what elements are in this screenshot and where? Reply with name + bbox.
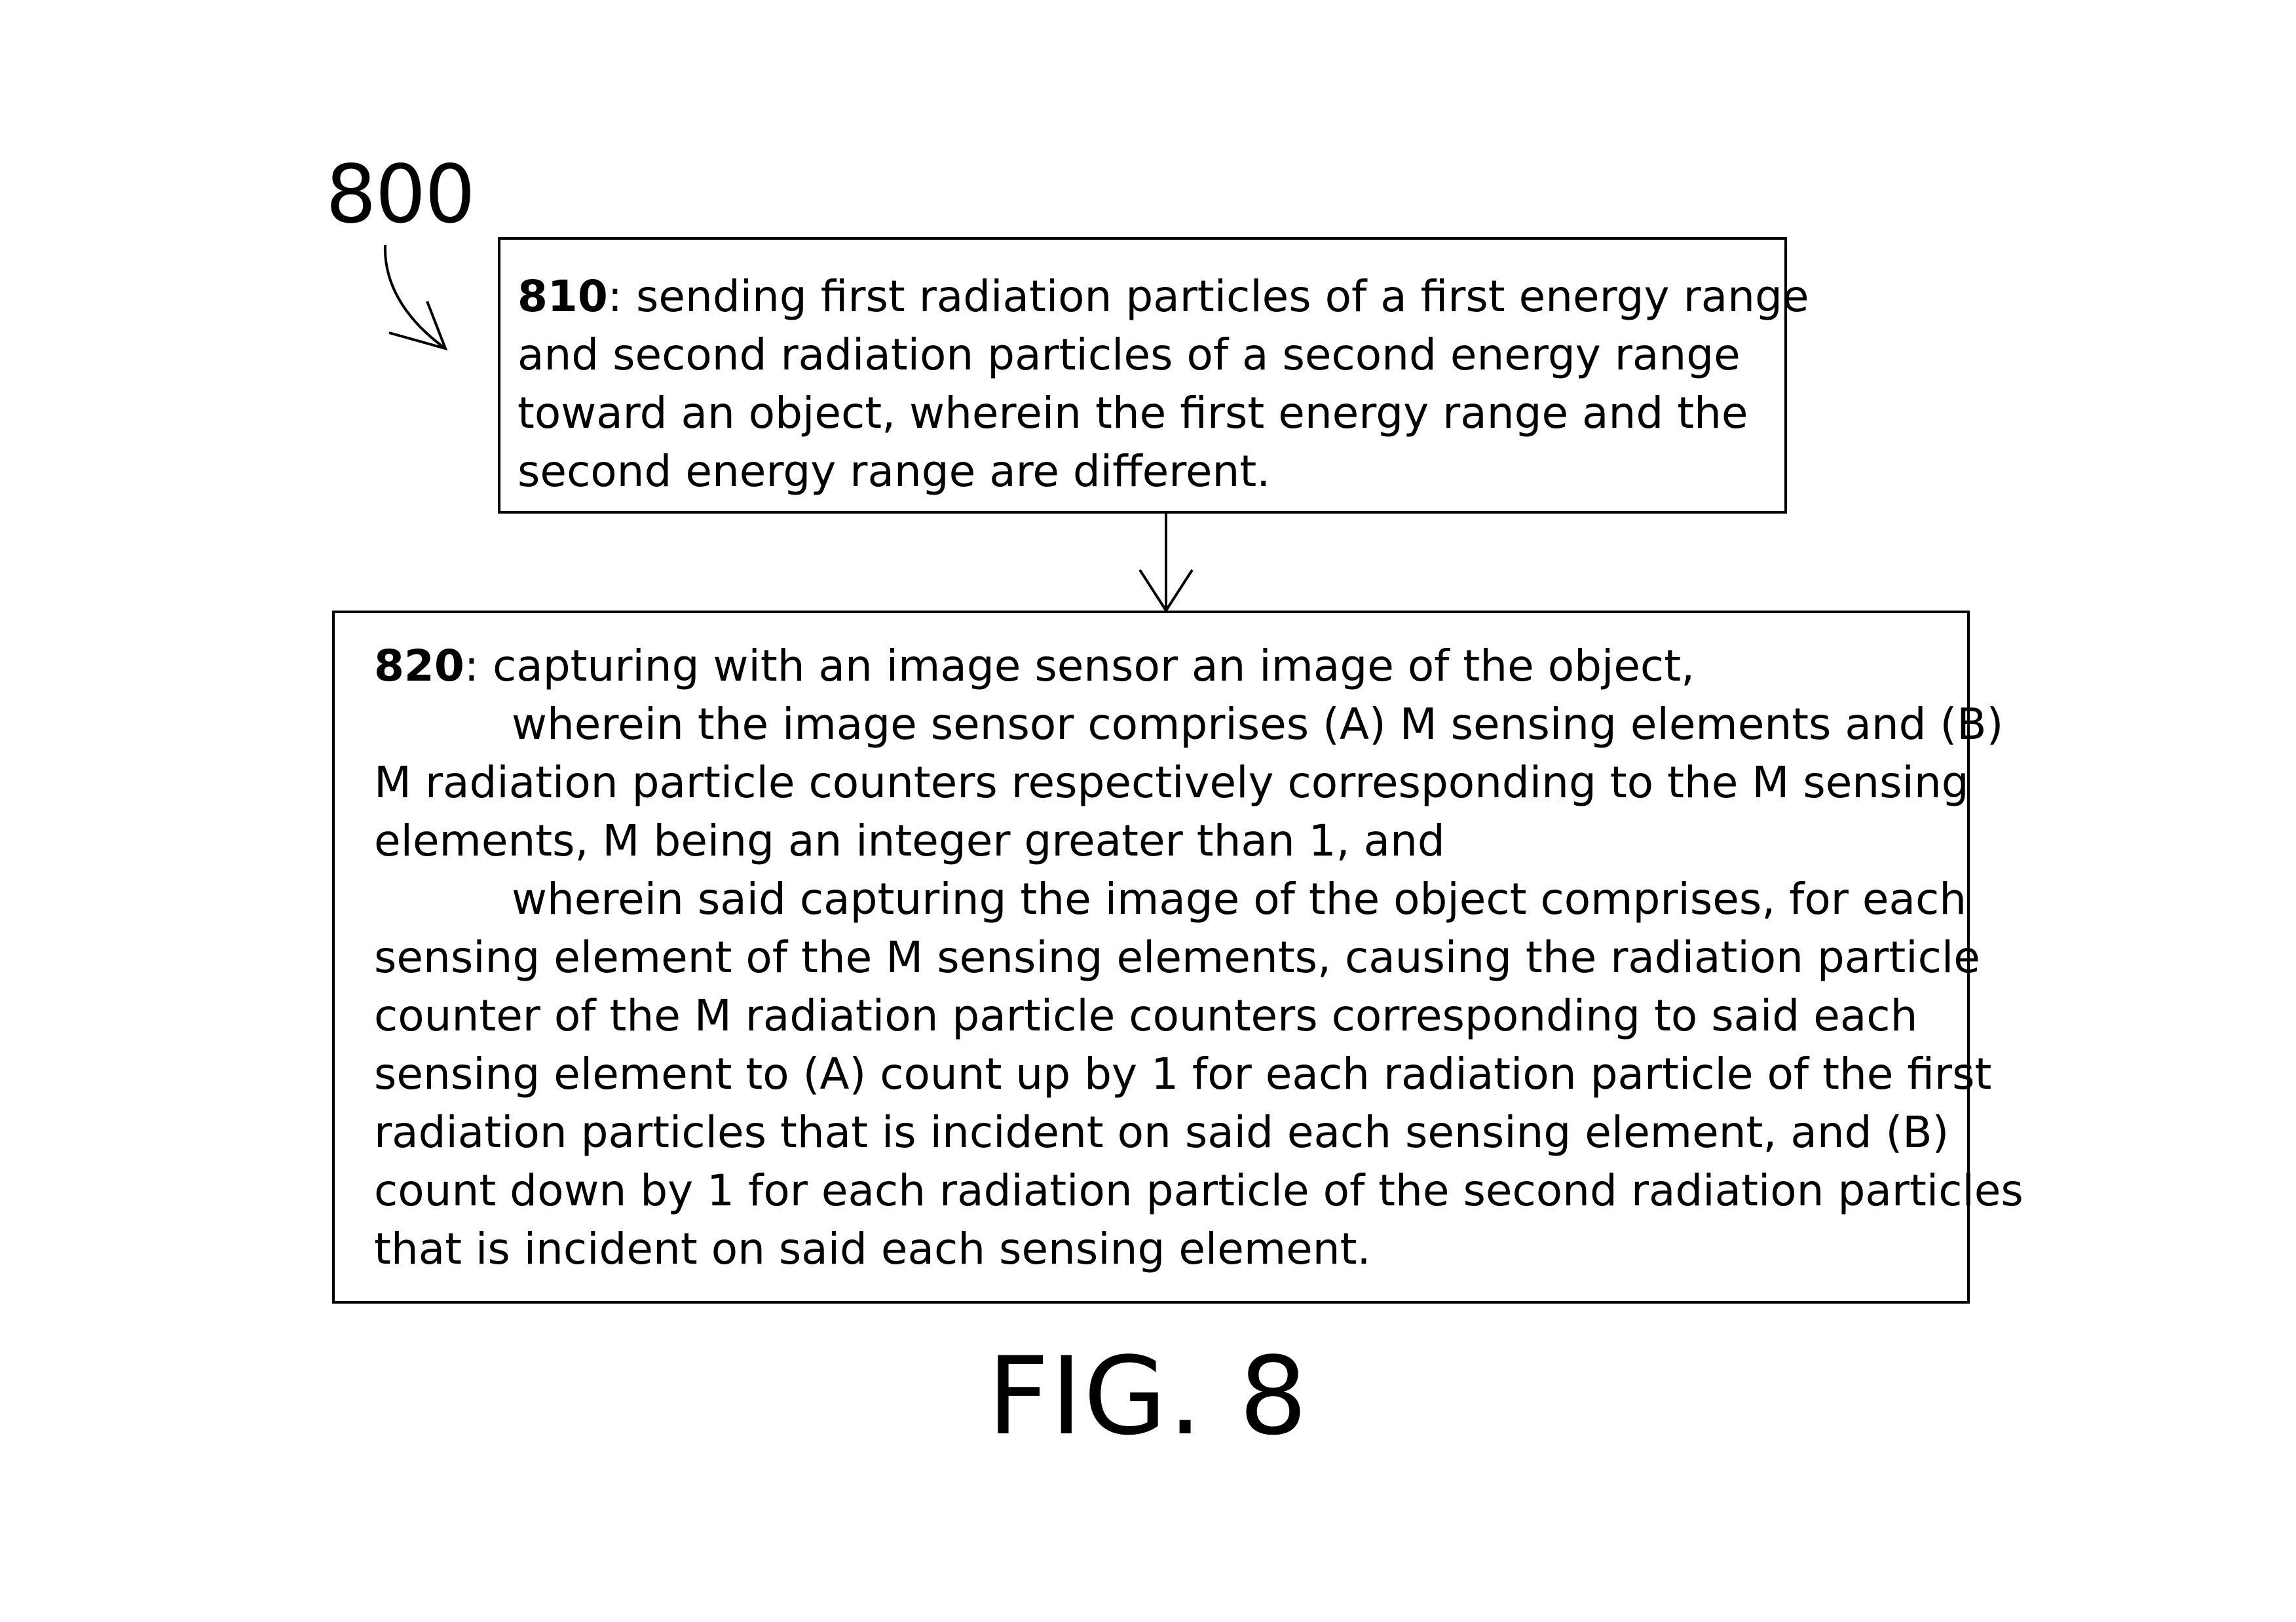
step-810-line-4: second energy range are different. — [518, 446, 1271, 497]
step-810-box: 810: sending first radiation particles o… — [498, 237, 1809, 514]
step-810-number: 810 — [518, 271, 608, 322]
flow-arrow-810-to-820 — [1139, 512, 1194, 613]
step-820-line-6: sensing element of the M sensing element… — [374, 932, 1980, 983]
step-820-line-9: radiation particles that is incident on … — [374, 1107, 1949, 1158]
step-820-line-8: sensing element to (A) count up by 1 for… — [374, 1049, 1992, 1099]
step-810-line-3: toward an object, wherein the first ener… — [518, 388, 1748, 438]
reference-arrow-icon — [383, 244, 448, 351]
step-810-line-1: 810: sending first radiation particles o… — [518, 271, 1809, 322]
reference-numeral-800: 800 — [326, 148, 476, 241]
step-810-line-2: and second radiation particles of a seco… — [518, 330, 1741, 380]
step-820-number: 820 — [374, 641, 464, 691]
step-820-line-4: elements, M being an integer greater tha… — [374, 816, 1445, 866]
step-820-line-3: M radiation particle counters respective… — [374, 757, 1969, 808]
step-820-line-11: that is incident on said each sensing el… — [374, 1224, 1371, 1274]
step-820-line-2: wherein the image sensor comprises (A) M… — [512, 699, 2004, 749]
step-820-line-7: counter of the M radiation particle coun… — [374, 990, 1918, 1041]
step-820-line-10: count down by 1 for each radiation parti… — [374, 1165, 2023, 1216]
step-820-box: 820: capturing with an image sensor an i… — [332, 611, 2023, 1304]
figure-caption: FIG. 8 — [987, 1334, 1309, 1459]
step-820-line-1: 820: capturing with an image sensor an i… — [374, 641, 1695, 691]
step-820-line-5: wherein said capturing the image of the … — [512, 874, 1967, 924]
